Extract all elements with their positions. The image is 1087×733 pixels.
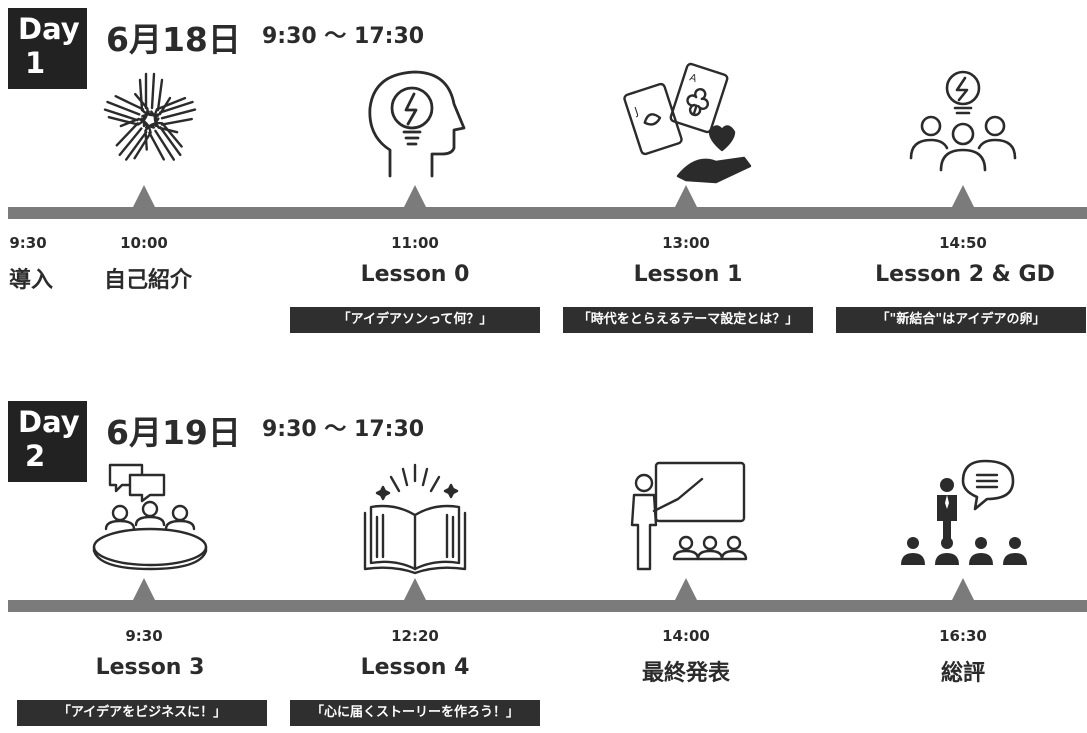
session-time: 9:30: [125, 627, 163, 645]
timeline-marker: [952, 185, 974, 207]
session-subtitle: 「アイデアをビジネスに！」: [17, 700, 267, 726]
timeline-marker: [133, 578, 155, 600]
day1-timeline-bar: [8, 207, 1087, 219]
intro-title: 導入: [8, 268, 53, 293]
session-time: 14:00: [662, 627, 710, 645]
session-title: 総評: [940, 661, 985, 686]
session-title: Lesson 1: [633, 262, 743, 287]
day1-hours: 9:30 ～ 17:30: [262, 24, 425, 49]
speaker-audience-icon: [893, 451, 1033, 583]
timeline-marker: [404, 578, 426, 600]
session-title: 自己紹介: [103, 268, 192, 293]
group-idea-icon: [893, 58, 1033, 190]
timeline-marker: [404, 185, 426, 207]
session-time: 11:00: [391, 234, 439, 252]
session-title: Lesson 0: [360, 262, 470, 287]
day1-date: 6月18日: [106, 20, 241, 59]
day1-badge: Day 1: [8, 8, 87, 89]
session-subtitle: 「時代をとらえるテーマ設定とは？」: [563, 307, 813, 333]
session-subtitle: 「心に届くストーリーを作ろう！」: [290, 700, 540, 726]
svg-text:A: A: [688, 72, 698, 85]
session-title: Lesson 4: [360, 655, 470, 680]
day-badge-word: Day: [18, 405, 80, 439]
day-badge-word: Day: [18, 12, 80, 46]
session-time: 13:00: [662, 234, 710, 252]
timeline-marker: [675, 185, 697, 207]
session-subtitle: 「"新結合"はアイデアの卵」: [836, 307, 1086, 333]
session-title: 最終発表: [641, 661, 730, 686]
session-time: 16:30: [939, 627, 987, 645]
day1-section: Day 1 6月18日 9:30 ～ 17:30 9:30 導入 10:00 自…: [0, 0, 1087, 340]
day-badge-number: 1: [25, 46, 46, 80]
svg-text:J: J: [632, 105, 640, 119]
timeline-marker: [675, 578, 697, 600]
presentation-board-icon: [616, 451, 756, 583]
session-time: 12:20: [391, 627, 439, 645]
intro-time: 9:30: [9, 234, 47, 252]
session-title: Lesson 2 & GD: [875, 262, 1055, 287]
session-subtitle: 「アイデアソンって何？」: [290, 307, 540, 333]
timeline-marker: [952, 578, 974, 600]
day-badge-number: 2: [25, 439, 46, 473]
day2-timeline-bar: [8, 600, 1087, 612]
session-title: Lesson 3: [95, 655, 205, 680]
session-time: 14:50: [939, 234, 987, 252]
timeline-marker: [133, 185, 155, 207]
day2-badge: Day 2: [8, 401, 87, 482]
meeting-table-icon: [80, 451, 220, 583]
day2-hours: 9:30 ～ 17:30: [262, 417, 425, 442]
playing-cards-icon: J A: [616, 58, 756, 190]
session-time: 10:00: [120, 234, 168, 252]
head-lightbulb-icon: [348, 58, 488, 190]
open-book-icon: [345, 451, 485, 583]
day2-section: Day 2 6月19日 9:30 ～ 17:30 9:30 Lesson 3 「…: [0, 393, 1087, 733]
day2-date: 6月19日: [106, 413, 241, 452]
hands-together-icon: [80, 58, 220, 190]
